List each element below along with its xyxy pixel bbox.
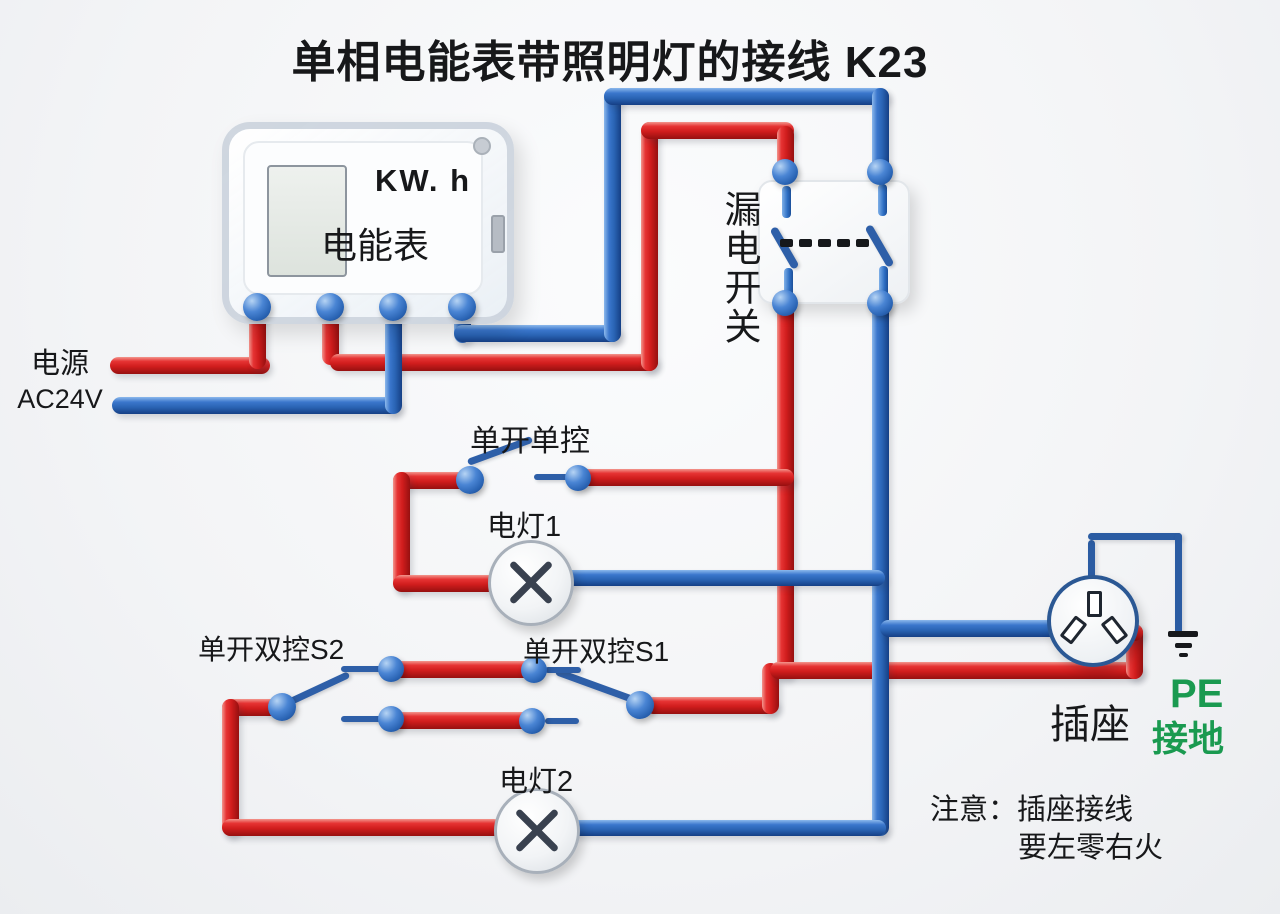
breaker-post-top-right — [878, 184, 887, 216]
switch1-contact-stub — [534, 474, 568, 480]
s1-traveler-top-terminal — [521, 657, 547, 683]
switch1-terminal-right — [565, 465, 591, 491]
lamp1-label: 电灯1 — [487, 511, 562, 543]
source-voltage: AC24V — [17, 384, 103, 414]
ground-icon-bar2 — [1175, 643, 1192, 648]
breaker-post-top-left — [782, 186, 791, 218]
wire-neutral-main-drop — [872, 300, 889, 836]
breaker-linkage-dash — [856, 239, 869, 247]
wire-pe-drop — [1175, 533, 1182, 634]
s2-stub-bottom — [341, 716, 383, 722]
pe-label: 接地 — [1152, 718, 1225, 759]
s2-common-terminal — [268, 693, 296, 721]
meter-terminal-2 — [316, 293, 344, 321]
s2-traveler-bottom-terminal — [378, 706, 404, 732]
s2-label: 单开双控S2 — [198, 634, 345, 665]
wire-live-lamp1-drop — [393, 472, 410, 591]
meter-unit: KW. h — [375, 163, 472, 198]
lamp2-label: 电灯2 — [499, 766, 574, 798]
breaker-terminal-top-left — [772, 159, 798, 185]
wire-traveler-bottom — [386, 712, 537, 729]
wire-pe-top — [1088, 533, 1182, 540]
breaker-linkage-dash — [780, 239, 793, 247]
lamp2-icon — [494, 788, 580, 874]
socket-icon — [1047, 575, 1139, 667]
s1-common-terminal — [626, 691, 654, 719]
meter-label: 电能表 — [321, 225, 430, 266]
wire-live-breaker-out — [777, 300, 794, 679]
s1-stub-bottom — [545, 718, 579, 724]
source-name: 电源 — [30, 348, 89, 380]
pe-abbr: PE — [1170, 672, 1224, 716]
leakage-breaker-box — [758, 180, 910, 304]
meter-terminal-3 — [379, 293, 407, 321]
breaker-lever-right — [864, 224, 895, 268]
meter-display — [267, 165, 347, 277]
switch1-label: 单开单控 — [470, 425, 590, 458]
breaker-terminal-top-right — [867, 159, 893, 185]
s1-stub-top — [545, 667, 581, 673]
ground-icon — [1168, 631, 1198, 637]
wire-neutral-top-run — [604, 88, 889, 105]
wire-live-source — [110, 357, 270, 374]
wire-live-meter-to-riser — [330, 354, 658, 371]
breaker-lever-left — [769, 226, 800, 270]
wire-neutral-lamp2-return — [568, 820, 886, 836]
wire-pe-socket-up — [1088, 540, 1095, 596]
breaker-linkage-dash — [837, 239, 850, 247]
s2-stub-top — [341, 666, 383, 672]
s2-traveler-top-terminal — [378, 656, 404, 682]
switch1-terminal-left — [456, 466, 484, 494]
s1-traveler-bottom-terminal — [519, 708, 545, 734]
wire-live-top-run — [641, 122, 794, 139]
wire-live-lamp2-feed — [222, 819, 502, 836]
wire-neutral-socket-branch — [880, 620, 1062, 637]
wire-live-socket-run — [770, 662, 1143, 679]
wire-live-s1-common — [645, 697, 778, 714]
wire-live-riser — [641, 122, 658, 371]
wire-neutral-riser — [604, 88, 621, 342]
lamp1-icon — [488, 540, 574, 626]
wire-live-lamp2-drop — [222, 699, 239, 836]
wire-neutral-meter-t3-drop — [385, 307, 402, 414]
breaker-terminal-bottom-left — [772, 290, 798, 316]
ground-icon-bar3 — [1179, 653, 1188, 657]
wire-live-switch1-return — [570, 469, 794, 486]
meter-terminal-1 — [243, 293, 271, 321]
meter-terminal-4 — [448, 293, 476, 321]
breaker-label: 漏电开关 — [719, 190, 760, 346]
socket-slot-live — [1100, 615, 1129, 645]
wire-neutral-lamp1-return — [560, 570, 885, 586]
page-title: 单相电能表带照明灯的接线 K23 — [291, 38, 929, 87]
wire-traveler-top — [386, 661, 539, 678]
s1-label: 单开双控S1 — [523, 636, 670, 667]
note-line1: 注意：插座接线 — [930, 794, 1134, 826]
source-label: 电源 AC24V — [14, 340, 106, 415]
note-line2: 要左零右火 — [1018, 832, 1164, 864]
socket-slot-earth — [1087, 591, 1102, 617]
energy-meter-box: KW. h 电能表 — [222, 122, 514, 324]
breaker-linkage-dash — [818, 239, 831, 247]
wire-neutral-source — [112, 397, 400, 414]
wire-neutral-meter-to-riser — [454, 325, 621, 342]
wire-neutral-breaker-in — [872, 88, 889, 175]
screw-icon — [473, 137, 491, 155]
breaker-terminal-bottom-right — [867, 290, 893, 316]
breaker-post-bottom-left — [784, 268, 793, 298]
meter-side-knob — [491, 215, 505, 253]
socket-label: 插座 — [1050, 703, 1130, 747]
breaker-linkage-dash — [799, 239, 812, 247]
breaker-post-bottom-right — [879, 266, 888, 298]
socket-slot-neutral — [1059, 615, 1088, 645]
